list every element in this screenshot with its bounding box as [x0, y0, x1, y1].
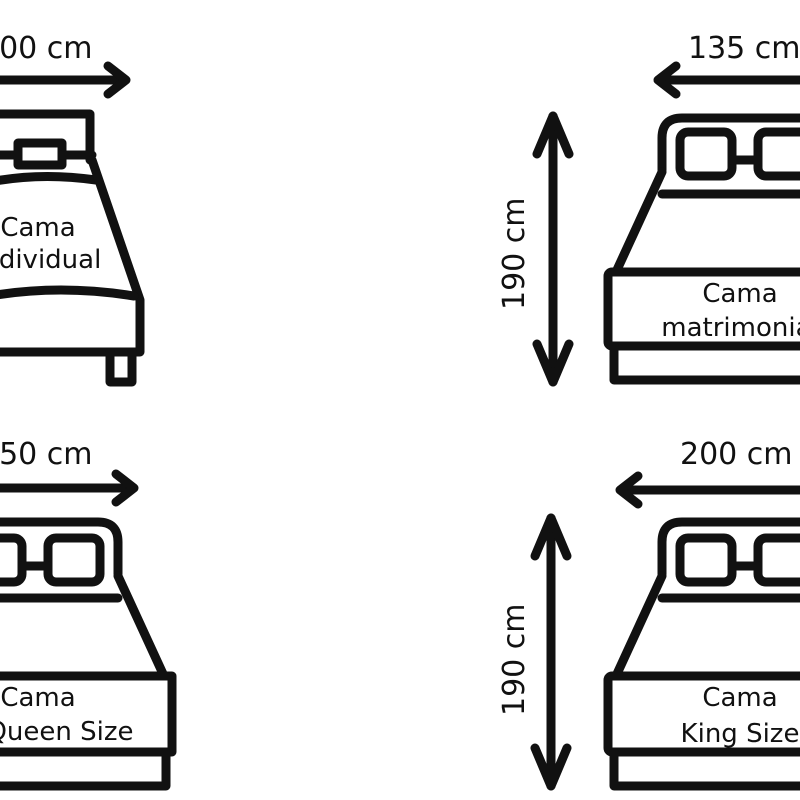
width-label-queen: 150 cm	[0, 437, 93, 472]
width-label-individual: 100 cm	[0, 31, 93, 66]
bed-icon-individual	[0, 109, 145, 387]
height-label-king: 190 cm	[497, 603, 532, 716]
bed-individual: 100 cm Cama Individual	[0, 31, 145, 387]
bed-name-king-line2: King Size	[681, 719, 800, 749]
bed-name-matrimonial-line2: matrimonial	[661, 313, 800, 343]
bed-name-king-line1: Cama	[702, 683, 777, 713]
bed-name-queen-line2: Queen Size	[0, 717, 134, 747]
bed-name-individual-line2: Individual	[0, 245, 101, 275]
bed-queen: 150 cm Cama Queen Size	[0, 437, 177, 791]
width-label-matrimonial: 135 cm	[688, 31, 800, 66]
height-arrow-king	[530, 513, 572, 791]
width-arrow-queen	[0, 469, 139, 507]
width-arrow-king	[615, 471, 800, 509]
height-label-matrimonial: 190 cm	[497, 197, 532, 310]
bed-name-matrimonial-line1: Cama	[702, 279, 777, 309]
bed-icon-king	[603, 517, 800, 791]
bed-king: 200 cm 190 cm Cama King Size	[497, 437, 800, 791]
bed-name-individual-line1: Cama	[0, 213, 75, 243]
width-arrow-individual	[0, 61, 131, 99]
width-label-king: 200 cm	[680, 437, 793, 472]
bed-matrimonial: 135 cm 190 cm Cama matrimonial	[497, 31, 800, 387]
width-arrow-matrimonial	[653, 61, 800, 99]
bed-icon-matrimonial	[603, 113, 800, 385]
bed-name-queen-line1: Cama	[0, 683, 75, 713]
height-arrow-matrimonial	[532, 111, 574, 387]
bed-icon-queen	[0, 517, 177, 791]
